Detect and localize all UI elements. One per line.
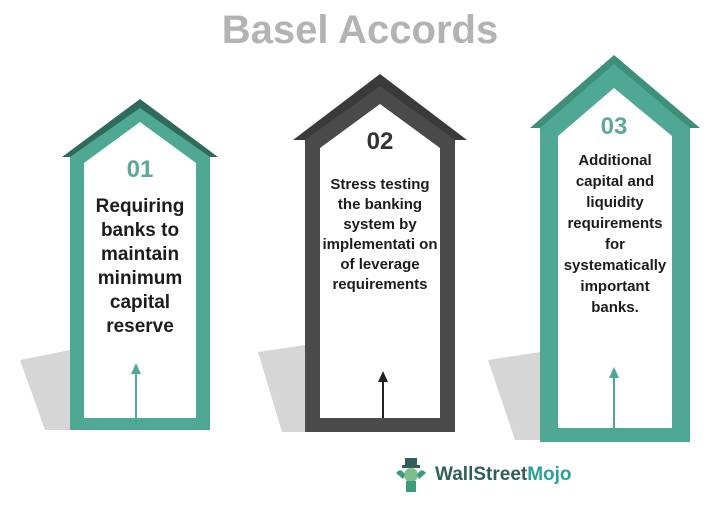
step-number-2: 02 [366, 128, 394, 155]
page-title: Basel Accords [221, 8, 499, 52]
mojo-mascot-icon [396, 458, 426, 492]
shadow-1 [20, 350, 70, 430]
shadow-2 [258, 345, 305, 432]
step-text-1: Requiring banks to maintain minimum capi… [95, 196, 185, 337]
logo-text-mojo: Mojo [527, 464, 572, 485]
arrow-2 [293, 74, 467, 432]
wallstreetmojo-logo: WallStreetMojo [393, 457, 572, 493]
logo-text-wallstreet: WallStreet [435, 464, 528, 485]
step-number-1: 01 [126, 156, 154, 183]
step-text-3: Additional capital and liquidity require… [563, 152, 667, 316]
arrow-3 [530, 55, 700, 442]
shadow-3 [488, 352, 540, 440]
step-text-2: Stress testing the banking system by imp… [322, 176, 438, 293]
arrow-1 [62, 99, 218, 430]
step-number-3: 03 [600, 113, 628, 140]
